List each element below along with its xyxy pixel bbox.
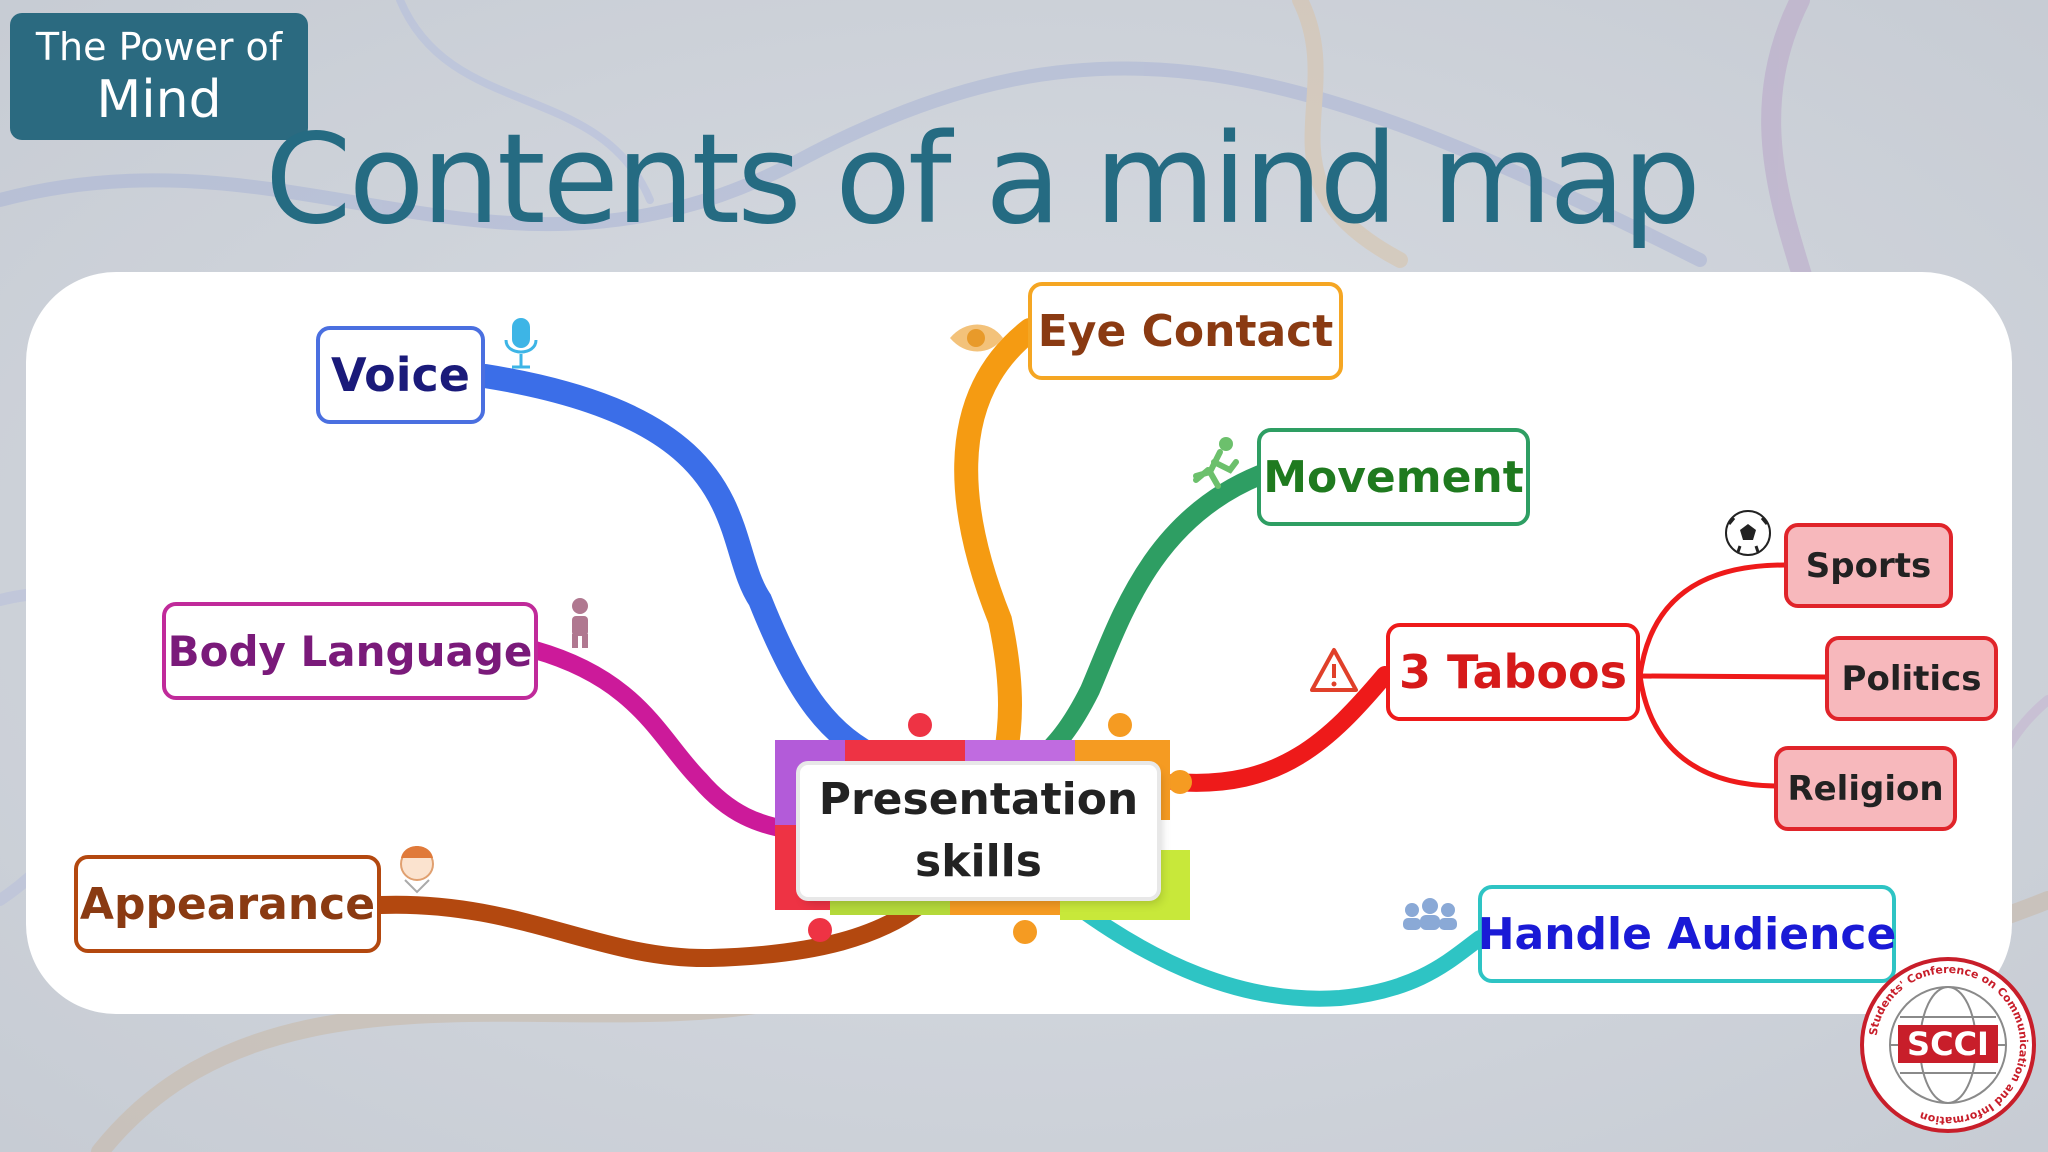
node-politics-label: Politics	[1841, 658, 1982, 699]
node-3-taboos-label: 3 Taboos	[1398, 645, 1628, 699]
branch-appearance	[371, 895, 929, 968]
node-religion: Religion	[1774, 746, 1957, 831]
branch-eye-contact	[954, 318, 1042, 772]
node-politics: Politics	[1825, 636, 1998, 721]
node-voice: Voice	[316, 326, 485, 424]
branch-politics	[1637, 673, 1828, 680]
microphone-icon	[504, 318, 538, 369]
node-3-taboos: 3 Taboos	[1386, 623, 1640, 721]
node-body-language: Body Language	[162, 602, 538, 700]
topic-badge: The Power of Mind	[10, 13, 308, 140]
node-eye-contact-label: Eye Contact	[1037, 305, 1334, 357]
warning-icon	[1310, 648, 1358, 692]
node-handle-audience: Handle Audience	[1478, 885, 1896, 983]
node-handle-audience-label: Handle Audience	[1477, 908, 1897, 960]
branch-religion	[1637, 673, 1778, 789]
branch-voice	[473, 364, 892, 772]
badge-line-1: The Power of	[35, 25, 283, 69]
scci-logo: SCCI Students' Conference on Communicati…	[1860, 957, 2036, 1133]
branch-handle-audience	[1067, 897, 1488, 1007]
face-icon	[400, 846, 434, 894]
standing-person-icon	[572, 598, 588, 648]
node-religion-label: Religion	[1787, 768, 1944, 809]
node-body-language-label: Body Language	[167, 626, 533, 676]
branch-taboos	[1166, 666, 1394, 792]
node-appearance: Appearance	[74, 855, 381, 953]
node-appearance-label: Appearance	[79, 878, 376, 930]
node-movement: Movement	[1257, 428, 1530, 526]
node-sports: Sports	[1784, 523, 1953, 608]
center-node: Presentation skills	[800, 765, 1157, 897]
badge-line-2: Mind	[96, 70, 222, 130]
eye-icon	[950, 324, 1003, 352]
center-line-1: Presentation	[818, 774, 1139, 825]
center-line-2: skills	[915, 836, 1042, 887]
node-voice-label: Voice	[331, 348, 470, 402]
soccer-ball-icon	[1725, 510, 1771, 556]
node-eye-contact: Eye Contact	[1028, 282, 1343, 380]
logo-scci-text: SCCI	[1907, 1025, 1989, 1063]
branch-sports	[1637, 562, 1788, 679]
people-group-icon	[1403, 898, 1457, 930]
running-person-icon	[1193, 437, 1239, 489]
branch-body-language	[526, 641, 799, 839]
slide-title: Contents of a mind map	[265, 108, 1701, 252]
node-movement-label: Movement	[1263, 451, 1524, 503]
branch-movement	[1030, 465, 1270, 770]
node-sports-label: Sports	[1805, 545, 1932, 586]
